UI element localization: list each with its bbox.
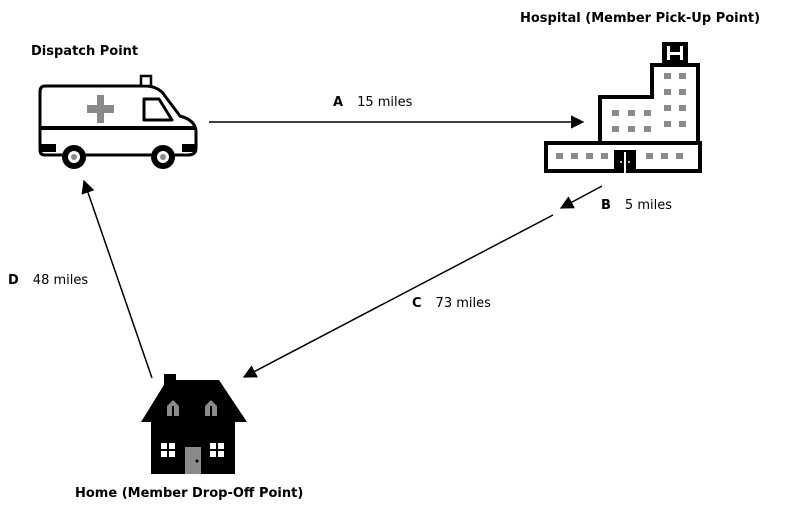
edge-b-distance: 5 miles	[624, 198, 672, 213]
edge-b-label: B 5 miles	[601, 198, 672, 213]
house-icon	[141, 374, 247, 474]
edge-c-distance: 73 miles	[435, 296, 491, 311]
edge-c-label: C 73 miles	[412, 296, 491, 311]
arrow-b	[559, 185, 603, 209]
edge-a-label: A 15 miles	[333, 95, 412, 110]
edge-d-label: D 48 miles	[8, 273, 88, 288]
ambulance-icon	[38, 74, 198, 169]
edge-d-letter: D	[8, 273, 19, 288]
hospital-icon	[544, 42, 702, 173]
edge-a-letter: A	[333, 95, 344, 110]
edge-b-letter: B	[601, 198, 611, 213]
arrow-d	[81, 179, 153, 379]
hospital-label: Hospital (Member Pick-Up Point)	[520, 11, 761, 26]
edge-c-letter: C	[412, 296, 422, 311]
home-label: Home (Member Drop-Off Point)	[75, 486, 304, 501]
edge-a-distance: 15 miles	[357, 95, 413, 110]
dispatch-point-label: Dispatch Point	[31, 44, 139, 59]
edge-d-distance: 48 miles	[32, 273, 89, 288]
arrow-c	[242, 214, 554, 378]
